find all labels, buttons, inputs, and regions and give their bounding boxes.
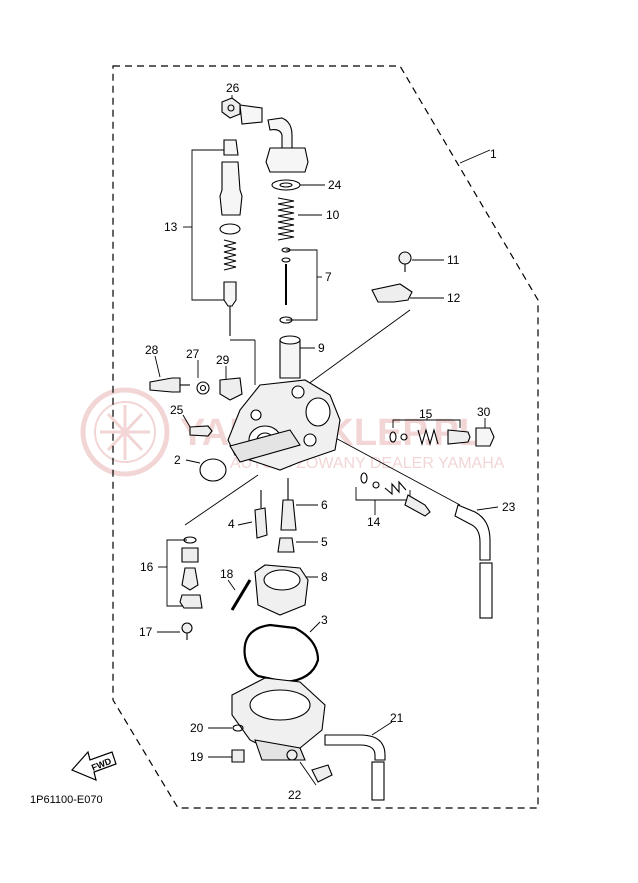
callout-27: 27 [186, 347, 200, 361]
cap-part [239, 104, 263, 125]
callout-14: 14 [367, 515, 381, 529]
callout-4: 4 [228, 517, 235, 531]
callout-30: 30 [477, 405, 491, 419]
screw-part-28 [149, 377, 181, 393]
spring-part-10 [277, 197, 295, 241]
forward-direction-arrow: FWD [70, 750, 117, 782]
callout-16: 16 [140, 560, 154, 574]
callout-26: 26 [226, 81, 240, 95]
oring-part-27 [196, 381, 210, 395]
callout-11: 11 [447, 253, 460, 267]
callout-21: 21 [390, 711, 404, 725]
callout-2: 2 [174, 453, 181, 467]
lever-part-12 [371, 283, 413, 303]
hose-part-21 [324, 734, 386, 761]
leader-lines [154, 95, 499, 786]
oring-part-2 [199, 458, 227, 482]
gasket-part-3 [243, 623, 320, 684]
callout-9: 9 [318, 341, 325, 355]
parts [149, 97, 495, 801]
callout-29: 29 [216, 353, 230, 367]
callout-20: 20 [190, 721, 204, 735]
cap-part-30 [475, 427, 495, 447]
choke-plunger-part-13 [223, 139, 239, 156]
callout-15: 15 [419, 407, 433, 421]
callout-17: 17 [139, 625, 153, 639]
diagram-code: 1P61100-E070 [30, 794, 103, 806]
callout-13: 13 [164, 220, 178, 234]
hose-part-23 [454, 504, 491, 561]
bracket-part-29 [219, 377, 243, 401]
callout-18: 18 [220, 567, 234, 581]
pin-part-18 [230, 579, 252, 611]
throttle-valve-part-9 [279, 339, 301, 379]
callout-3: 3 [321, 613, 328, 627]
callout-22: 22 [288, 788, 302, 802]
callout-5: 5 [321, 535, 328, 549]
callout-6: 6 [321, 498, 328, 512]
callout-7: 7 [325, 270, 332, 284]
callout-28: 28 [145, 343, 159, 357]
callout-12: 12 [447, 291, 461, 305]
callout-25: 25 [170, 403, 184, 417]
callout-1: 1 [490, 147, 497, 161]
washer-part-24 [271, 179, 301, 191]
callout-8: 8 [321, 570, 328, 584]
callout-19: 19 [190, 750, 204, 764]
callout-24: 24 [328, 178, 342, 192]
callout-labels: 1 26 24 10 7 11 12 13 9 28 27 29 25 15 3… [139, 81, 516, 802]
nut-part-26 [221, 97, 241, 119]
callout-23: 23 [502, 500, 516, 514]
callout-10: 10 [326, 208, 340, 222]
assembly-boundary [112, 65, 539, 809]
